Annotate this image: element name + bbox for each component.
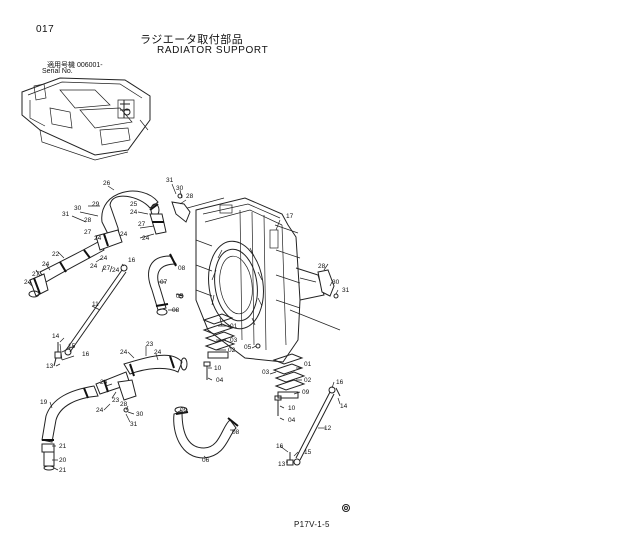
callout: 06	[202, 457, 210, 464]
callout: 24	[24, 279, 32, 286]
bracket-28-lower	[117, 379, 137, 413]
title-japanese: ラジエータ取付部品	[140, 34, 244, 46]
callout: 30	[176, 185, 184, 192]
callout: 07	[160, 279, 168, 286]
callout: 27	[103, 265, 111, 272]
callout: 10	[214, 365, 222, 372]
callout: 03	[262, 369, 270, 376]
callout: 19	[40, 399, 48, 406]
callout: 30	[332, 279, 340, 286]
leader-lines	[27, 183, 341, 471]
callout: 31	[130, 421, 138, 428]
hose-22-group	[28, 229, 123, 298]
callout: 28	[318, 263, 326, 270]
callout: 24	[100, 255, 108, 262]
callout: 31	[342, 287, 350, 294]
fittings-right	[286, 387, 341, 466]
callout-labels: 31 30 28 26 29 24 27 24 31 30 28 25 24 2…	[24, 177, 350, 474]
callout: 02	[228, 347, 236, 354]
callout: 27	[32, 271, 40, 278]
callout: 30	[136, 411, 144, 418]
rod-12	[293, 386, 336, 466]
mount-stack-right	[272, 353, 306, 399]
callout: 22	[52, 251, 60, 258]
callout: 08	[232, 429, 240, 436]
callout: 09	[302, 389, 310, 396]
callout: 28	[186, 193, 194, 200]
callout: 27	[138, 221, 146, 228]
title-english: RADIATOR SUPPORT	[157, 45, 269, 56]
hose-07	[148, 253, 177, 316]
radiator-frame	[179, 197, 341, 363]
callout: 01	[230, 323, 238, 330]
bracket-28-top	[171, 193, 191, 223]
callout: 17	[286, 213, 294, 220]
callout: 10	[288, 405, 296, 412]
upper-hose-26	[101, 190, 167, 243]
callout: 28	[120, 401, 128, 408]
callout: 24	[96, 407, 104, 414]
hose-23	[95, 354, 188, 395]
callout: 14	[340, 403, 348, 410]
callout: 04	[216, 377, 224, 384]
callout: 28	[84, 217, 92, 224]
callout: 20	[59, 457, 67, 464]
callout: 31	[166, 177, 174, 184]
callout: 13	[46, 363, 54, 370]
reference-mark	[342, 504, 350, 512]
callout: 08	[178, 265, 186, 272]
callout: 16	[276, 443, 284, 450]
callout: 16	[336, 379, 344, 386]
callout: 24	[120, 231, 128, 238]
callout: 24	[154, 349, 162, 356]
callout: 14	[52, 333, 60, 340]
callout: 01	[304, 361, 312, 368]
callout: 29	[92, 201, 100, 208]
callout: 15	[304, 449, 312, 456]
callout: 05	[244, 344, 252, 351]
callout: 26	[103, 180, 111, 187]
callout: 23	[112, 397, 120, 404]
serial-label-japanese: 適用号機 006001-	[47, 62, 103, 69]
hose-19	[41, 385, 99, 471]
rod-11	[59, 264, 128, 361]
hose-06	[173, 406, 239, 459]
bracket-28-right	[317, 269, 339, 299]
callout: 27	[84, 229, 92, 236]
callout: 24	[120, 349, 128, 356]
callout: 24	[112, 267, 120, 274]
callout: 25	[130, 201, 138, 208]
callout: 02	[304, 377, 312, 384]
callout: 30	[74, 205, 82, 212]
callout: 11	[92, 301, 99, 308]
callout: 31	[62, 211, 70, 218]
callout: 24	[100, 379, 108, 386]
callout: 24	[90, 263, 98, 270]
callout: 04	[288, 417, 296, 424]
callout: 15	[68, 343, 76, 350]
page-number: 017	[36, 24, 55, 35]
callout: 12	[324, 425, 332, 432]
drawing-code: P17V-1-5	[294, 520, 330, 529]
callout: 05	[176, 293, 184, 300]
callout: 24	[94, 235, 102, 242]
callout: 03	[230, 337, 238, 344]
callout: 21	[59, 467, 67, 474]
callout: 08	[172, 307, 180, 314]
callout: 21	[59, 443, 67, 450]
callout: 13	[278, 461, 286, 468]
mount-stack-left	[202, 313, 236, 359]
callout: 23	[146, 341, 154, 348]
callout: 09	[180, 407, 188, 414]
serial-label-english: Serial No.	[42, 68, 73, 75]
callout: 24	[42, 261, 50, 268]
machine-thumbnail	[21, 77, 151, 161]
callout: 24	[142, 235, 150, 242]
callout: 24	[130, 209, 138, 216]
callout: 16	[82, 351, 90, 358]
callout: 16	[128, 257, 136, 264]
fittings-left	[53, 342, 62, 367]
